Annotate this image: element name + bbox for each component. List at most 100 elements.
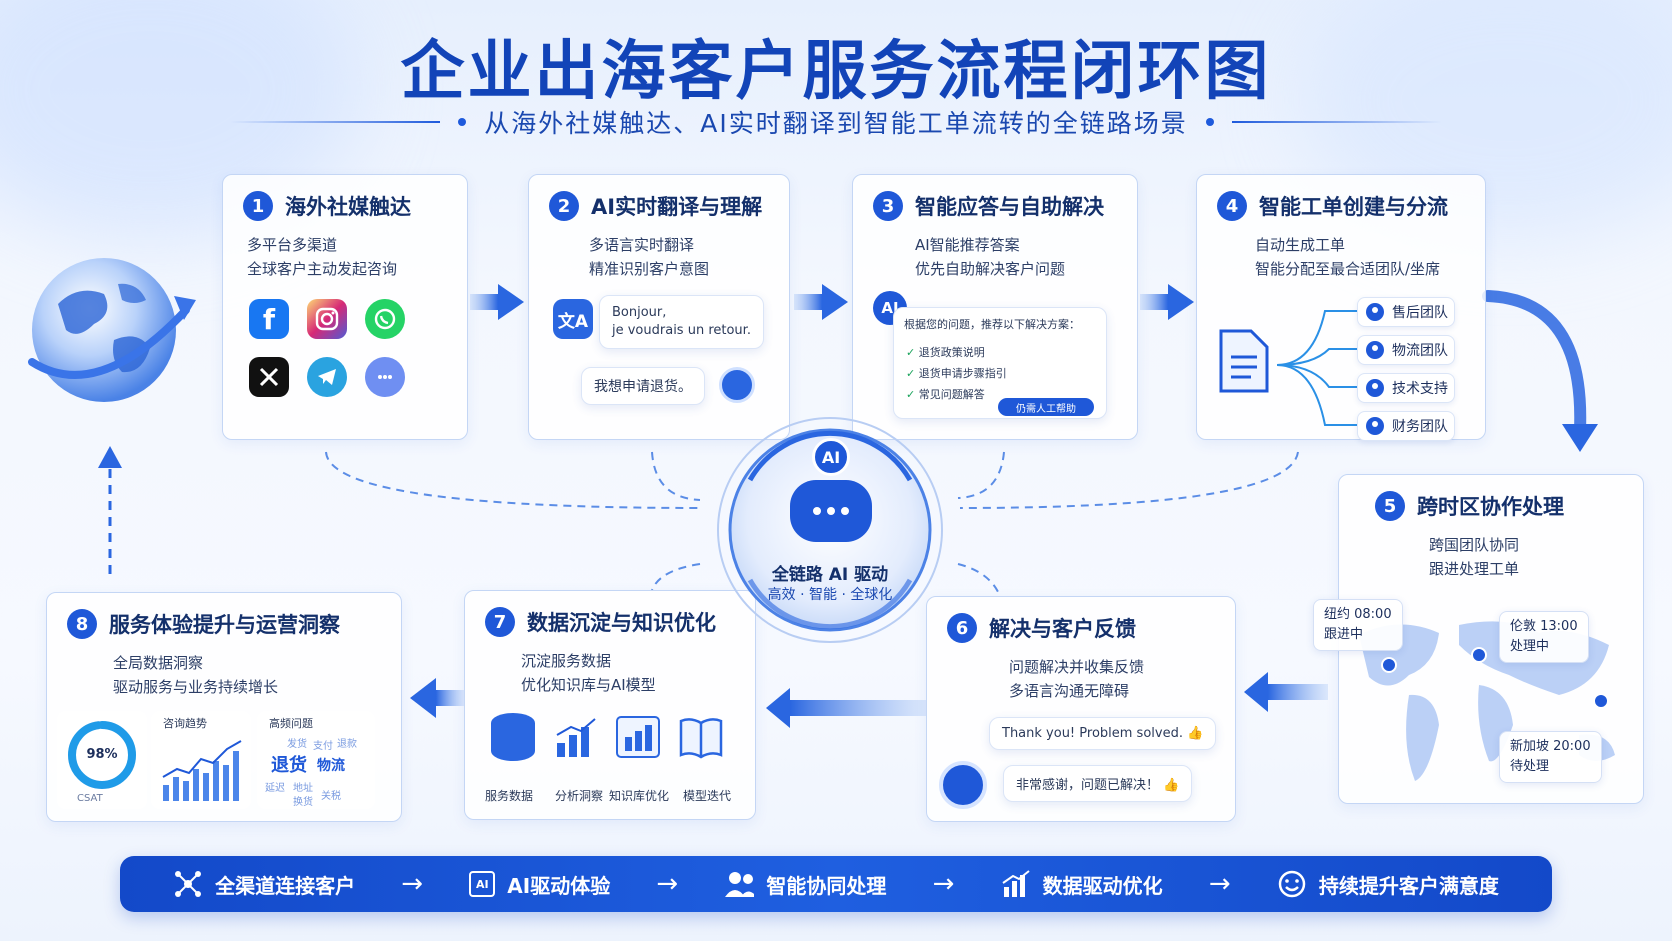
step-card-4[interactable]: 4 智能工单创建与分流 自动生成工单智能分配至最合适团队/坐席 售后团队 物流团…	[1196, 174, 1486, 441]
step-description: 问题解决并收集反馈多语言沟通无障碍	[1009, 658, 1145, 700]
footer-bar: 全渠道连接客户 → AI AI驱动体验 → 智能协同处理 → 数据驱动优化 → …	[120, 856, 1552, 912]
step-card-1[interactable]: 1 海外社媒触达 多平台多渠道全球客户主动发起咨询 f	[222, 174, 468, 440]
step-card-2[interactable]: 2 AI实时翻译与理解 多语言实时翻译精准识别客户意图 文A Bonjour,j…	[528, 174, 790, 440]
step-description: 多语言实时翻译精准识别客户意图	[589, 236, 710, 278]
step-title: 解决与客户反馈	[989, 617, 1136, 641]
icon-label: 知识库优化	[609, 789, 670, 803]
agent-chat-icon	[719, 367, 755, 403]
trend-chart	[162, 740, 242, 801]
step-number: 3	[873, 191, 903, 221]
x-icon[interactable]	[249, 357, 289, 397]
team-logistics[interactable]: 物流团队	[1357, 335, 1455, 365]
footer-item-data: 数据驱动优化	[1001, 869, 1163, 899]
ai-hub-tagline: 高效 · 智能 · 全球化	[767, 587, 893, 603]
step-number: 6	[947, 613, 977, 643]
step-number: 7	[485, 607, 515, 637]
chat-bubble-icon[interactable]	[365, 357, 405, 397]
trend-label: 咨询趋势	[163, 717, 207, 730]
step-number: 4	[1217, 191, 1247, 221]
chinese-feedback-bubble: 非常感谢，问题已解决！ 👍	[1003, 765, 1193, 802]
icon-label: 服务数据	[485, 789, 534, 803]
translate-icon: 文A	[553, 299, 593, 339]
word-cloud-label: 高频问题	[269, 717, 313, 730]
option-item[interactable]: ✓ 退货政策说明	[906, 346, 985, 359]
arrow-2-to-3	[794, 284, 848, 320]
recommend-panel: 根据您的问题，推荐以下解决方案： ✓ 退货政策说明 ✓ 退货申请步骤指引 ✓ 常…	[893, 307, 1107, 419]
footer-arrow: →	[932, 869, 955, 899]
word: 物流	[317, 758, 345, 774]
subtitle-row: 从海外社媒触达、AI实时翻译到智能工单流转的全链路场景	[0, 104, 1672, 140]
subtitle-dot-left	[458, 118, 467, 126]
step-card-8[interactable]: 8 服务体验提升与运营洞察 全局数据洞察驱动服务与业务持续增长 98% CSAT…	[46, 592, 402, 822]
team-finance[interactable]: 财务团队	[1357, 411, 1455, 441]
arrow-1-to-2	[470, 284, 524, 320]
panel-title: 根据您的问题，推荐以下解决方案：	[904, 318, 1080, 331]
footer-item-omnichannel: 全渠道连接客户	[173, 869, 355, 899]
bar-chart-icon	[1002, 870, 1030, 897]
subtitle-line-left	[230, 121, 441, 123]
model-book-icon	[679, 718, 723, 759]
word: 支付	[313, 741, 333, 752]
step-title: 跨时区协作处理	[1417, 495, 1564, 519]
footer-arrow: →	[656, 869, 679, 899]
step-title: 智能工单创建与分流	[1259, 195, 1448, 219]
option-item[interactable]: ✓ 常见问题解答	[906, 388, 985, 401]
step-description: 自动生成工单智能分配至最合适团队/坐席	[1255, 236, 1441, 278]
ai-robot-icon	[790, 480, 872, 542]
arrow-6-to-7	[766, 688, 926, 728]
footer-item-satisfaction: 持续提升客户满意度	[1277, 869, 1499, 899]
service-data-icon	[491, 713, 535, 761]
step-number: 8	[67, 609, 97, 639]
satisfaction-gauge	[68, 721, 136, 789]
human-handoff-button[interactable]: 仍需人工帮助	[998, 398, 1094, 416]
network-icon	[175, 871, 202, 897]
word-cloud-panel: 高频问题 退货 物流 发货 退款 支付 延迟 地址 关税 换货	[257, 711, 375, 809]
analytics-chart-icon	[556, 718, 596, 757]
globe-icon	[28, 258, 196, 402]
french-message-bubble: Bonjour,je voudrais un retour.	[599, 295, 764, 349]
step-title: 服务体验提升与运营洞察	[109, 613, 340, 637]
english-feedback-bubble: Thank you! Problem solved. 👍	[989, 717, 1217, 750]
telegram-icon[interactable]	[307, 357, 347, 397]
subtitle: 从海外社媒触达、AI实时翻译到智能工单流转的全链路场景	[484, 109, 1188, 138]
ai-chip-icon: AI	[469, 871, 496, 897]
user-icon	[1366, 303, 1384, 321]
step-number: 5	[1375, 491, 1405, 521]
step-description: 沉淀服务数据优化知识库与AI模型	[521, 652, 656, 694]
customer-avatar	[939, 761, 987, 809]
step-card-7[interactable]: 7 数据沉淀与知识优化 沉淀服务数据优化知识库与AI模型 服务数据 分析洞察 知…	[464, 590, 756, 820]
instagram-icon[interactable]	[307, 299, 347, 339]
step-card-6[interactable]: 6 解决与客户反馈 问题解决并收集反馈多语言沟通无障碍 Thank you! P…	[926, 596, 1236, 822]
option-item[interactable]: ✓ 退货申请步骤指引	[906, 367, 1007, 380]
word: 延迟	[265, 783, 285, 794]
icon-label: 模型迭代	[683, 789, 732, 803]
ai-hub-badge: AI	[812, 438, 850, 476]
footer-item-collaboration: 智能协同处理	[724, 869, 886, 899]
gauge-value: 98%	[86, 747, 118, 762]
user-icon	[1366, 379, 1384, 397]
ticket-document-icon	[1219, 329, 1269, 393]
step-title: 智能应答与自助解决	[915, 195, 1104, 219]
gauge-sub: CSAT	[77, 793, 103, 804]
step-description: 跨国团队协同跟进处理工单	[1429, 536, 1520, 578]
footer-arrow: →	[401, 869, 424, 899]
facebook-icon[interactable]: f	[249, 299, 289, 339]
thumbs-up-icon: 👍	[1163, 778, 1180, 793]
footer-arrow: →	[1208, 869, 1231, 899]
subtitle-line-right	[1231, 121, 1442, 123]
user-icon	[1366, 341, 1384, 359]
whatsapp-icon[interactable]	[365, 299, 405, 339]
step-title: AI实时翻译与理解	[591, 195, 763, 219]
step-card-3[interactable]: 3 智能应答与自助解决 AI智能推荐答案优先自助解决客户问题 AI 根据您的问题…	[852, 174, 1138, 440]
word: 发货	[287, 739, 307, 750]
trend-panel: 咨询趋势	[151, 711, 251, 809]
step-number: 2	[549, 191, 579, 221]
team-icon	[725, 872, 755, 897]
footer-item-ai: AI AI驱动体验	[469, 870, 610, 899]
step-title: 数据沉淀与知识优化	[527, 611, 716, 635]
team-tech-support[interactable]: 技术支持	[1357, 373, 1455, 403]
team-after-sales[interactable]: 售后团队	[1357, 297, 1455, 327]
